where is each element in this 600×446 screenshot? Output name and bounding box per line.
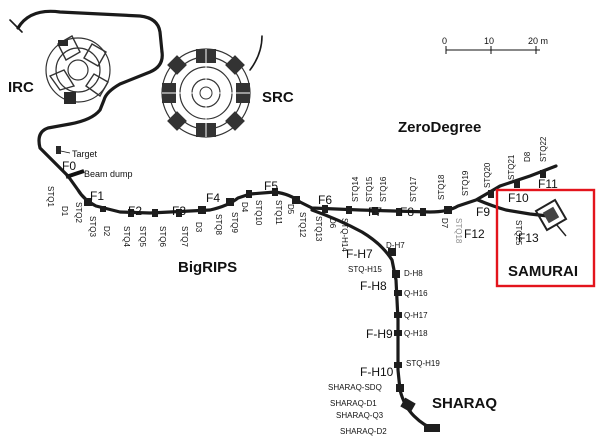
focal-f0: F0 bbox=[62, 159, 76, 173]
focal-fh10: F-H10 bbox=[360, 365, 394, 379]
scale-tick-20: 20 m bbox=[528, 36, 548, 46]
src-label: SRC bbox=[262, 89, 294, 106]
element-stq-h15: STQ-H15 bbox=[348, 265, 382, 274]
element-d-h7: D-H7 bbox=[386, 241, 405, 250]
focal-f6: F6 bbox=[318, 193, 332, 207]
focal-fh8: F-H8 bbox=[360, 279, 387, 293]
element-d6: D6 bbox=[328, 218, 337, 229]
target-label: Target bbox=[72, 149, 98, 159]
focal-f13: F13 bbox=[518, 231, 539, 245]
element-d-h8: D-H8 bbox=[404, 269, 423, 278]
element-q-h18: Q-H18 bbox=[404, 329, 428, 338]
element-stq14: STQ14 bbox=[351, 176, 360, 202]
element-stq16: STQ16 bbox=[379, 176, 388, 202]
element-stq13: STQ13 bbox=[314, 216, 323, 242]
element-stq17: STQ17 bbox=[409, 176, 418, 202]
element-d8: D8 bbox=[523, 151, 532, 162]
focal-f3: F3 bbox=[172, 204, 186, 218]
element-stq5: STQ5 bbox=[138, 226, 147, 247]
focal-f10: F10 bbox=[508, 191, 529, 205]
element-stq15: STQ15 bbox=[365, 176, 374, 202]
samurai-highlight-box bbox=[495, 188, 596, 288]
element-d5: D5 bbox=[286, 204, 295, 215]
samurai-label: SAMURAI bbox=[508, 263, 578, 280]
irc-label: IRC bbox=[8, 79, 34, 96]
focal-f8: F8 bbox=[400, 205, 414, 219]
irc-cyclotron bbox=[9, 9, 164, 104]
focal-fh9: F-H9 bbox=[366, 327, 393, 341]
element-d1: D1 bbox=[60, 206, 69, 217]
element-sharaq-d2: SHARAQ-D2 bbox=[340, 427, 387, 436]
element-stq9: STQ9 bbox=[230, 212, 239, 233]
focal-fh7: F-H7 bbox=[346, 247, 373, 261]
scale-tick-10: 10 bbox=[484, 36, 494, 46]
element-stq22: STQ22 bbox=[539, 136, 548, 162]
element-stq25: STQ25 bbox=[514, 220, 523, 246]
element-stq6: STQ6 bbox=[158, 226, 167, 247]
element-stq10: STQ10 bbox=[254, 200, 263, 226]
beam-dump-label: Beam dump bbox=[84, 169, 133, 179]
bigrips-label: BigRIPS bbox=[178, 259, 237, 276]
element-stq8: STQ8 bbox=[214, 214, 223, 235]
focal-f2: F2 bbox=[128, 204, 142, 218]
element-d3: D3 bbox=[194, 222, 203, 233]
sharaq-label: SHARAQ bbox=[432, 395, 497, 412]
element-stq-h19: STQ-H19 bbox=[406, 359, 440, 368]
element-stq-h14: STQ-H14 bbox=[340, 218, 349, 252]
focal-f9: F9 bbox=[476, 205, 490, 219]
element-d7: D7 bbox=[440, 218, 449, 229]
samurai-magnet bbox=[534, 198, 568, 237]
scale-tick-0: 0 bbox=[442, 36, 447, 46]
focal-f7: F7 bbox=[368, 205, 382, 219]
focal-f5: F5 bbox=[264, 179, 278, 193]
zerodegree-label: ZeroDegree bbox=[398, 119, 481, 136]
element-stq7: STQ7 bbox=[180, 226, 189, 247]
focal-f1: F1 bbox=[90, 189, 104, 203]
element-stq4: STQ4 bbox=[122, 226, 131, 247]
element-stq11: STQ11 bbox=[274, 200, 283, 225]
element-stq21: STQ21 bbox=[507, 154, 516, 180]
element-q-h17: Q-H17 bbox=[404, 311, 428, 320]
element-sharaq-q3: SHARAQ-Q3 bbox=[336, 411, 384, 420]
scale-bar: 0 10 20 m bbox=[442, 36, 548, 54]
element-stq19: STQ19 bbox=[461, 170, 470, 196]
element-stq18: STQ18 bbox=[437, 174, 446, 200]
element-d2: D2 bbox=[102, 226, 111, 237]
element-stq3: STQ3 bbox=[88, 216, 97, 237]
element-sharaq-sdq: SHARAQ-SDQ bbox=[328, 383, 382, 392]
element-stq1: STQ1 bbox=[46, 186, 55, 207]
element-stq18-alt: STQ18 bbox=[454, 218, 463, 244]
element-stq12: STQ12 bbox=[298, 212, 307, 238]
sharaq-beamline bbox=[310, 208, 438, 432]
element-stq20: STQ20 bbox=[483, 162, 492, 188]
bigrips-magnets bbox=[84, 170, 546, 217]
focal-f11: F11 bbox=[538, 177, 558, 191]
element-q-h16: Q-H16 bbox=[404, 289, 428, 298]
sharaq-magnets bbox=[388, 248, 440, 432]
element-d4: D4 bbox=[240, 202, 249, 213]
focal-f12: F12 bbox=[464, 227, 485, 241]
samurai-branch bbox=[476, 198, 550, 218]
focal-f4: F4 bbox=[206, 191, 220, 205]
src-cyclotron bbox=[161, 48, 251, 138]
element-stq2: STQ2 bbox=[74, 202, 83, 223]
element-sharaq-d1: SHARAQ-D1 bbox=[330, 399, 377, 408]
target-marker bbox=[55, 146, 71, 154]
